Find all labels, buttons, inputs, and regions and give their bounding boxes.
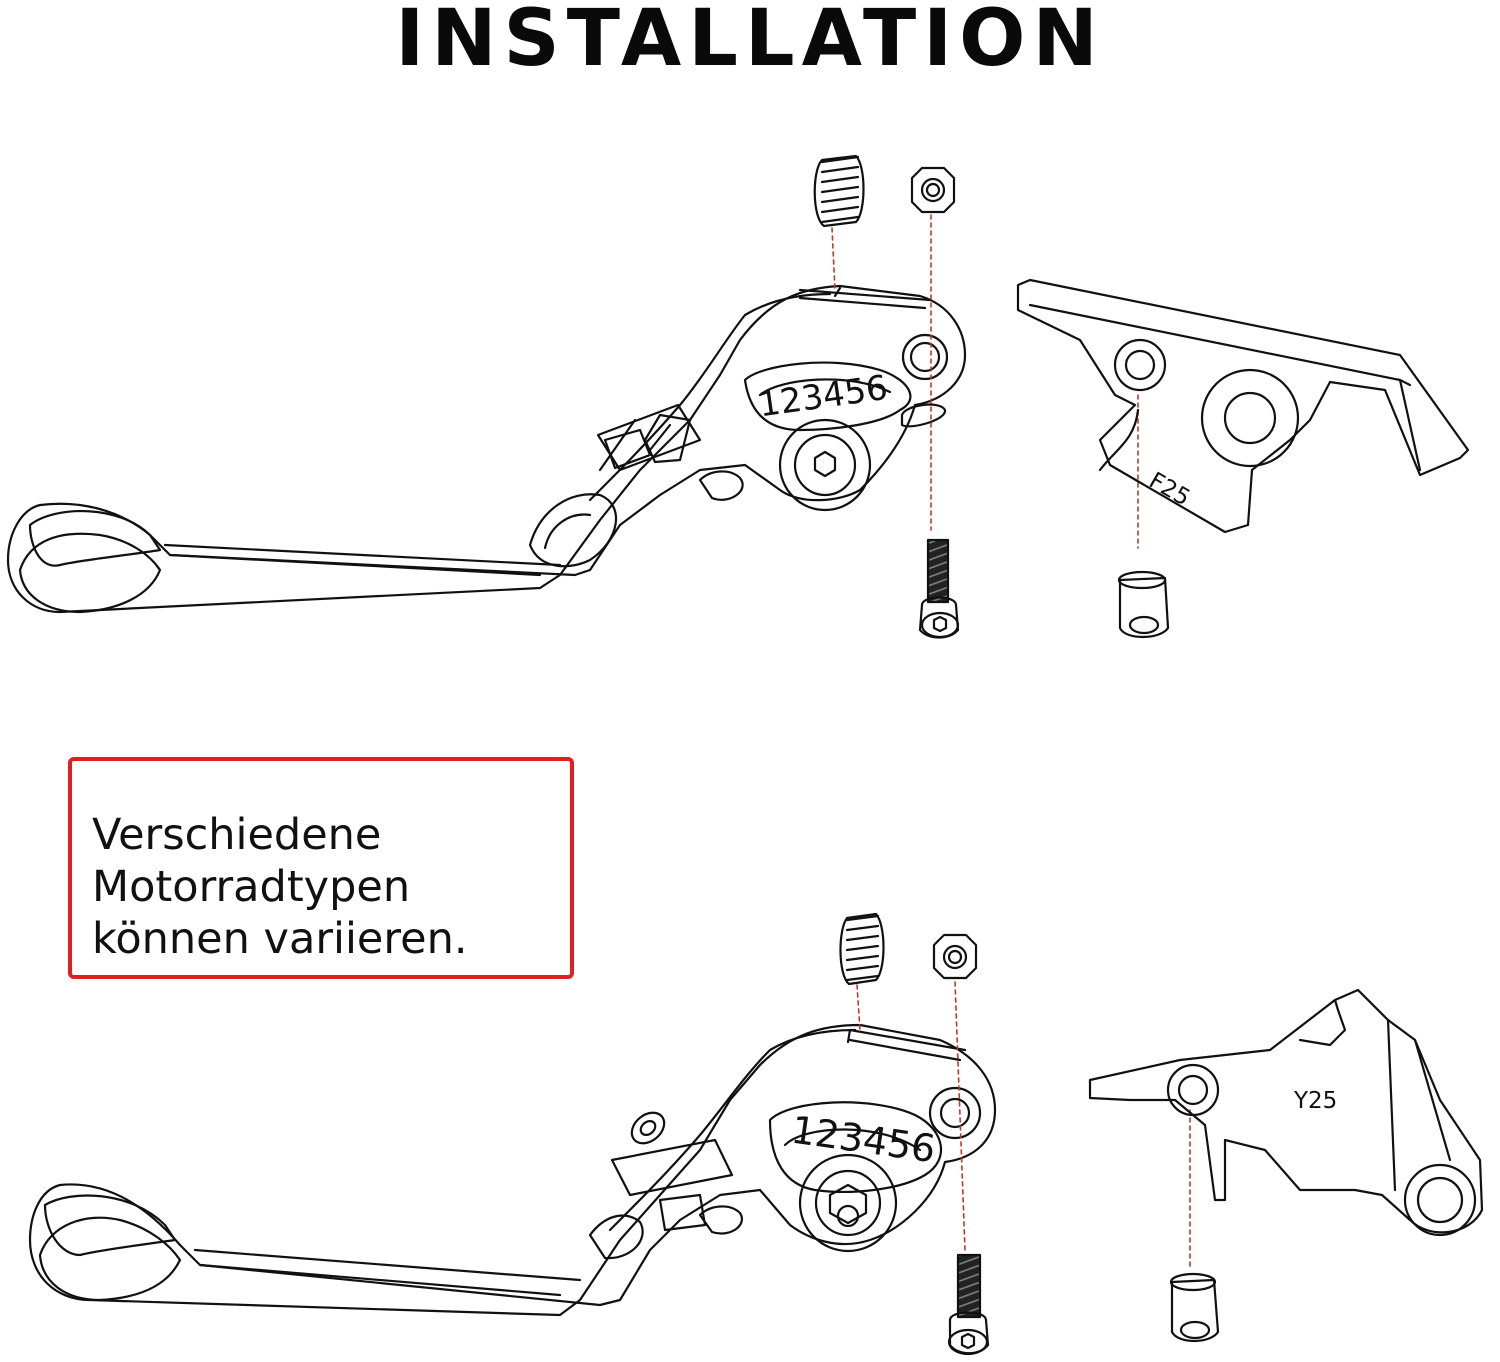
bottom-scale-numbers: 123456: [788, 1108, 938, 1172]
bottom-lever-assembly: 123456 Y25: [28, 912, 1484, 1356]
top-lever-blade: [6, 284, 967, 614]
bottom-adapter-plate: [1088, 988, 1484, 1237]
note-line-2: Motorradtypen: [92, 862, 411, 912]
top-bushing-icon: [1117, 570, 1170, 639]
note-text: Verschiedene Motorradtypen können variie…: [92, 809, 562, 965]
top-guide-lines: [831, 214, 1139, 549]
bottom-spring-icon: [839, 912, 885, 986]
page-title: INSTALLATION: [395, 0, 1105, 84]
top-nut-icon: [910, 166, 956, 214]
note-box: Verschiedene Motorradtypen können variie…: [68, 757, 574, 979]
top-adapter-code: F25: [1144, 468, 1194, 512]
bottom-bolt-icon: [947, 1253, 990, 1356]
top-spring-icon: [813, 154, 865, 228]
bottom-nut-icon: [932, 933, 978, 980]
bottom-adapter-code: Y25: [1293, 1088, 1337, 1114]
top-adapter-plate: [1016, 278, 1470, 534]
note-line-1: Verschiedene: [92, 810, 382, 860]
bottom-guide-lines: [856, 981, 1191, 1271]
top-scale-numbers: 123456: [756, 368, 890, 426]
bottom-bushing-icon: [1169, 1272, 1220, 1343]
top-bolt-icon: [918, 538, 960, 639]
bottom-lever-blade: [28, 1023, 997, 1317]
top-lever-assembly: 123456 F25: [6, 154, 1470, 639]
note-line-3: können variieren.: [92, 914, 468, 964]
